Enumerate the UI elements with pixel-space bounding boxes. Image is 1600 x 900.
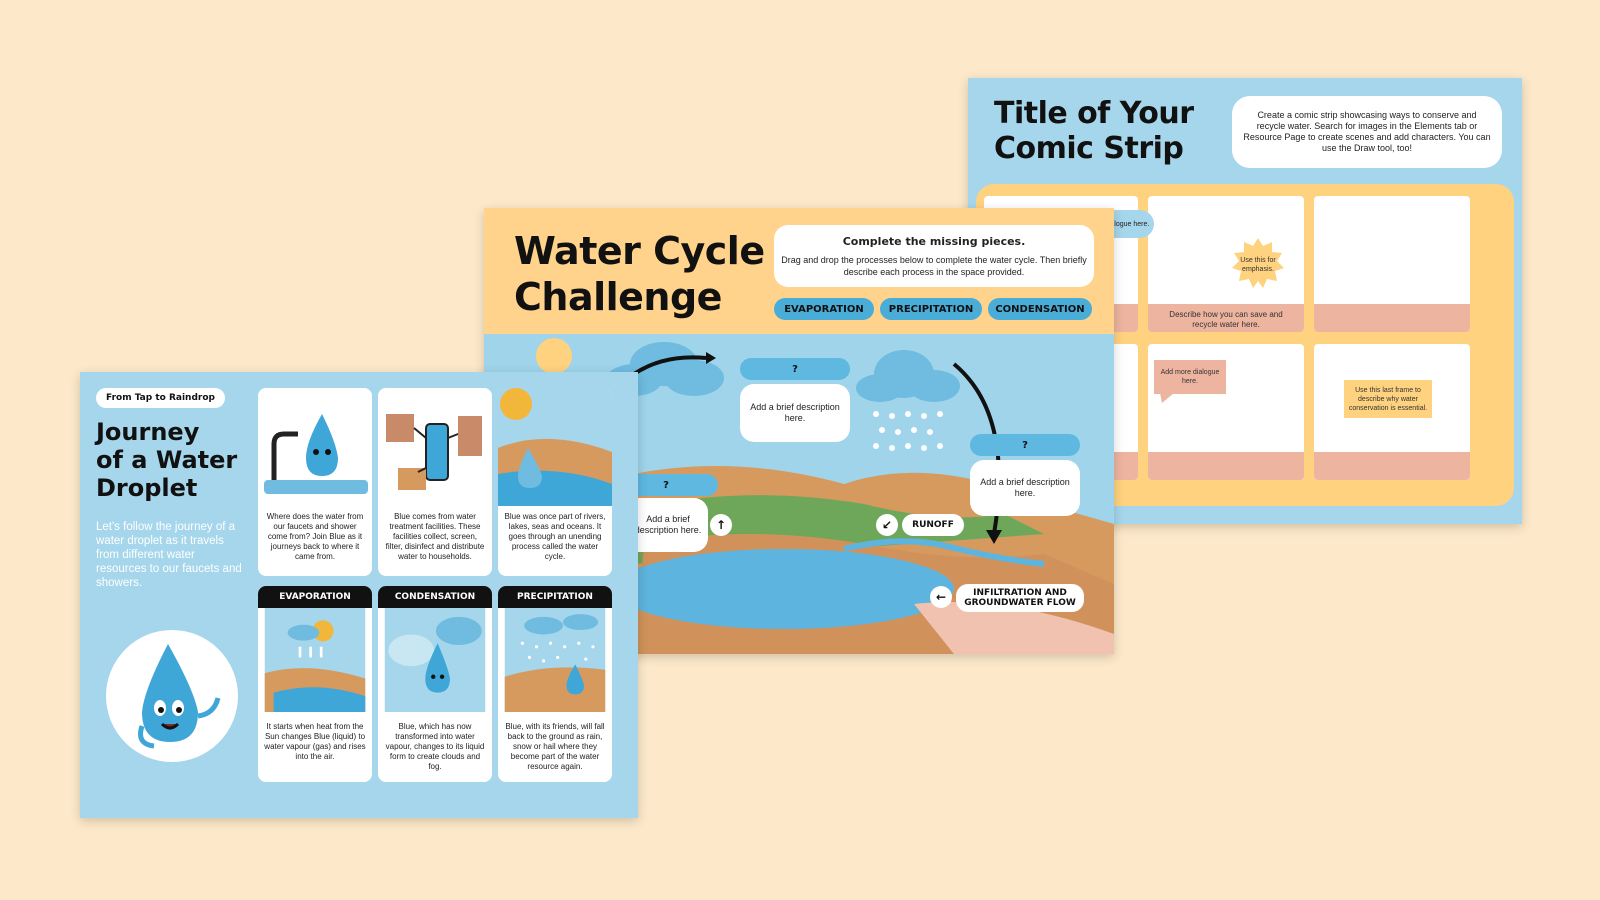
panel-caption: Where does the water from our faucets an… <box>266 512 364 561</box>
journey-title-line3: Droplet <box>96 474 198 502</box>
comic-frame-band <box>1148 452 1304 480</box>
drop-zone-label-right[interactable]: ? <box>970 434 1080 456</box>
process-option-evaporation[interactable]: EVAPORATION <box>774 298 874 320</box>
arrow-diagonal-icon: ↙ <box>876 514 898 536</box>
description-box-top[interactable]: Add a brief description here. <box>740 384 850 442</box>
journey-panel-faucet[interactable]: Where does the water from our faucets an… <box>258 388 372 576</box>
comic-frame-3[interactable] <box>1314 196 1470 332</box>
drop-zone-label-top[interactable]: ? <box>740 358 850 380</box>
description-box-right[interactable]: Add a brief description here. <box>970 460 1080 516</box>
comic-slide-title: Title of Your Comic Strip <box>994 96 1194 166</box>
last-frame-note[interactable]: Use this last frame to describe why wate… <box>1344 380 1432 418</box>
arrow-left-icon: ← <box>930 586 952 608</box>
precipitation-illustration <box>504 608 606 712</box>
emphasis-badge-text: Use this for emphasis. <box>1240 257 1276 273</box>
panel-caption: Blue was once part of rivers, lakes, sea… <box>504 512 606 561</box>
challenge-title-line2: Challenge <box>514 275 722 319</box>
journey-panel-condensation[interactable]: CONDENSATION Blue, which has now transfo… <box>378 586 492 782</box>
comic-instructions: Create a comic strip showcasing ways to … <box>1232 96 1502 168</box>
process-option-precipitation[interactable]: PRECIPITATION <box>880 298 982 320</box>
panel-caption: Blue comes from water treatment faciliti… <box>385 512 485 561</box>
faucet-illustration <box>258 388 372 506</box>
journey-tag: From Tap to Raindrop <box>96 388 225 408</box>
journey-panel-rivers[interactable]: Blue was once part of rivers, lakes, sea… <box>498 388 612 576</box>
journey-title: Journey of a Water Droplet <box>96 418 237 502</box>
panel-caption: Blue, which has now transformed into wat… <box>385 722 485 771</box>
journey-title-line1: Journey <box>96 418 200 446</box>
challenge-title-line1: Water Cycle <box>514 229 765 273</box>
journey-panel-evaporation[interactable]: EVAPORATION It starts when heat from the… <box>258 586 372 782</box>
emphasis-starburst-icon[interactable] <box>1230 236 1286 292</box>
drop-zone-label-left[interactable]: ? <box>614 474 718 496</box>
treatment-facility-illustration <box>378 388 492 506</box>
challenge-instructions: Complete the missing pieces. Drag and dr… <box>774 225 1094 287</box>
rivers-illustration <box>498 388 612 506</box>
journey-slide[interactable]: From Tap to Raindrop Journey of a Water … <box>80 372 638 818</box>
runoff-label: RUNOFF <box>902 514 964 536</box>
infiltration-label: INFILTRATION AND GROUNDWATER FLOW <box>956 584 1084 612</box>
frame-caption: Describe how you can save and recycle wa… <box>1169 310 1283 329</box>
panel-caption: Blue, with its friends, will fall back t… <box>505 722 605 771</box>
arrow-up-icon: ↑ <box>710 514 732 536</box>
panel-title: CONDENSATION <box>378 586 492 608</box>
instructions-heading: Complete the missing pieces. <box>842 235 1026 248</box>
instructions-body: Drag and drop the processes below to com… <box>781 255 1087 277</box>
comic-title-line1: Title of Your <box>994 96 1194 131</box>
panel-title: EVAPORATION <box>258 586 372 608</box>
speech-tail-icon <box>1160 393 1174 403</box>
process-option-condensation[interactable]: CONDENSATION <box>988 298 1092 320</box>
journey-panel-precipitation[interactable]: PRECIPITATION Blue, with its friends, wi… <box>498 586 612 782</box>
comic-frame-band <box>1314 452 1470 480</box>
challenge-title: Water Cycle Challenge <box>514 228 765 320</box>
water-droplet-character-icon <box>138 644 221 749</box>
evaporation-illustration <box>264 608 366 712</box>
comic-title-line2: Comic Strip <box>994 131 1184 166</box>
comic-frame-band <box>1148 304 1304 332</box>
journey-panel-treatment[interactable]: Blue comes from water treatment faciliti… <box>378 388 492 576</box>
panel-caption: It starts when heat from the Sun changes… <box>264 722 366 761</box>
condensation-illustration <box>384 608 486 712</box>
panel-title: PRECIPITATION <box>498 586 612 608</box>
comic-frame-band <box>1314 304 1470 332</box>
more-dialogue-box[interactable]: Add more dialogue here. <box>1154 360 1226 394</box>
journey-title-line2: of a Water <box>96 446 238 474</box>
droplet-avatar <box>106 630 238 762</box>
journey-intro: Let's follow the journey of a water drop… <box>96 521 242 589</box>
